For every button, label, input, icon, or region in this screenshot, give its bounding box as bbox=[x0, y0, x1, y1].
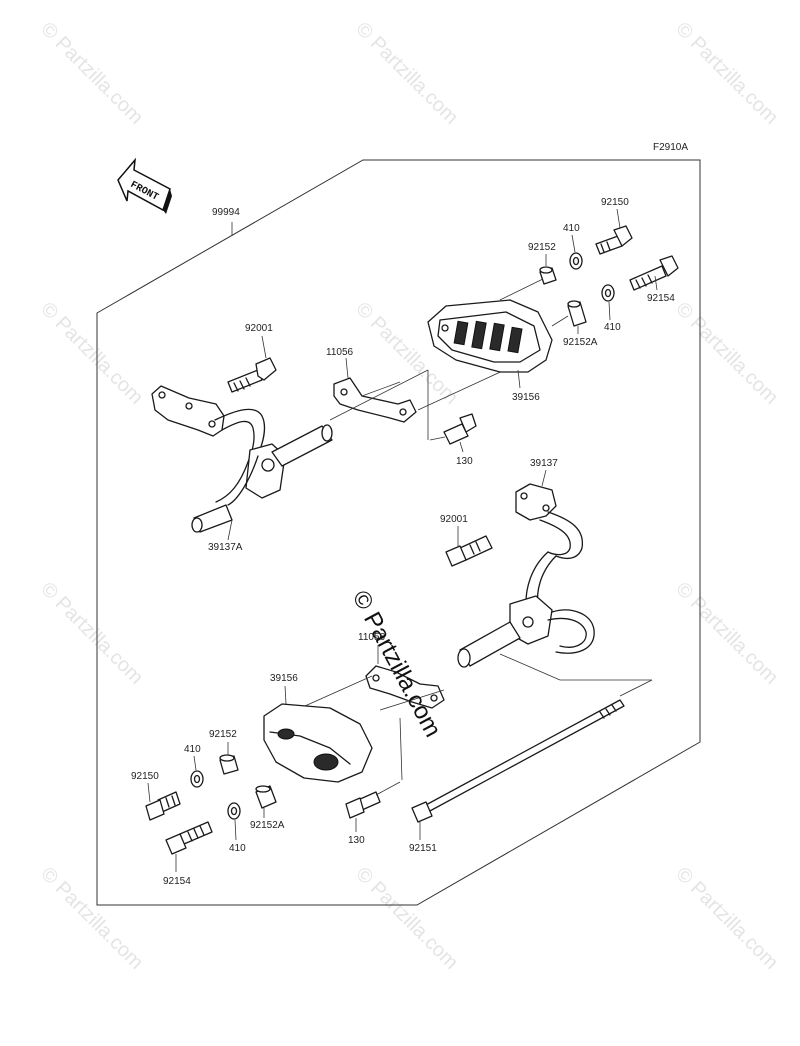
label-frame-left: 39137A bbox=[208, 542, 243, 553]
label-bolt-right: 92001 bbox=[440, 514, 468, 525]
bolt-92001-right bbox=[445, 535, 493, 567]
label-washer-upper-a: 410 bbox=[563, 223, 580, 234]
label-long-bolt: 92151 bbox=[409, 843, 437, 854]
watermark-9: © Partzilla.com bbox=[36, 863, 147, 974]
washer-410-upper-a bbox=[569, 252, 583, 270]
kit-outline-frame bbox=[96, 159, 701, 906]
bolt-92154-lower bbox=[165, 821, 213, 855]
washer-410-lower-a bbox=[190, 770, 204, 788]
bolt-92001-upper bbox=[227, 357, 277, 393]
watermark-7: © Partzilla.com bbox=[36, 578, 147, 689]
collar-92152a-upper bbox=[551, 300, 587, 327]
label-bolt-upper-left: 92001 bbox=[245, 323, 273, 334]
collar-92152a-lower bbox=[255, 785, 277, 809]
bolt-92150-upper bbox=[595, 225, 633, 255]
collar-92152-upper bbox=[539, 266, 557, 285]
label-washer-lower-b: 410 bbox=[229, 843, 246, 854]
long-bolt-92151 bbox=[411, 699, 625, 823]
slider-39156-lower bbox=[263, 703, 373, 783]
washer-410-lower-b bbox=[227, 802, 241, 820]
collar-92152-lower bbox=[219, 754, 239, 775]
label-washer-upper-b: 410 bbox=[604, 322, 621, 333]
watermark-1: © Partzilla.com bbox=[36, 18, 147, 129]
label-bolt-lower-b: 92154 bbox=[163, 876, 191, 887]
label-bolt-small-lower: 130 bbox=[348, 835, 365, 846]
watermark-4: © Partzilla.com bbox=[36, 298, 147, 409]
label-bolt-upper-a: 92150 bbox=[601, 197, 629, 208]
watermark-8: © Partzilla.com bbox=[671, 578, 782, 689]
label-collar-lower: 92152 bbox=[209, 729, 237, 740]
washer-410-upper-b bbox=[601, 284, 615, 302]
watermark-center: © Partzilla.com bbox=[347, 586, 447, 741]
bolt-92154-upper bbox=[629, 255, 679, 291]
slider-39156-upper bbox=[427, 277, 553, 373]
watermark-2: © Partzilla.com bbox=[351, 18, 462, 129]
label-collar-lower-b: 92152A bbox=[250, 820, 285, 831]
label-bolt-small-upper: 130 bbox=[456, 456, 473, 467]
frame-39137 bbox=[457, 483, 595, 668]
label-washer-lower-a: 410 bbox=[184, 744, 201, 755]
label-bracket-lower: 11056 bbox=[358, 632, 386, 643]
bolt-130-upper bbox=[429, 413, 477, 445]
label-bolt-upper-b: 92154 bbox=[647, 293, 675, 304]
label-frame-right: 39137 bbox=[530, 458, 558, 469]
label-slider-lower: 39156 bbox=[270, 673, 298, 684]
bracket-11056-lower bbox=[295, 653, 653, 781]
watermark-11: © Partzilla.com bbox=[671, 863, 782, 974]
watermark-6: © Partzilla.com bbox=[671, 298, 782, 409]
label-slider-upper: 39156 bbox=[512, 392, 540, 403]
front-arrow-icon: FRONT bbox=[117, 157, 172, 214]
frame-39137a bbox=[151, 385, 333, 533]
diagram-code: F2910A bbox=[653, 142, 688, 153]
label-collar-upper-b: 92152A bbox=[563, 337, 598, 348]
watermark-3: © Partzilla.com bbox=[671, 18, 782, 129]
label-collar-upper: 92152 bbox=[528, 242, 556, 253]
label-bolt-lower-a: 92150 bbox=[131, 771, 159, 782]
label-kit: 99994 bbox=[212, 207, 240, 218]
bolt-130-lower bbox=[345, 781, 401, 819]
watermark-10: © Partzilla.com bbox=[351, 863, 462, 974]
bolt-92150-lower bbox=[145, 791, 181, 821]
label-bracket-upper: 11056 bbox=[326, 347, 354, 358]
watermark-layer: © Partzilla.com © Partzilla.com © Partzi… bbox=[36, 18, 782, 974]
